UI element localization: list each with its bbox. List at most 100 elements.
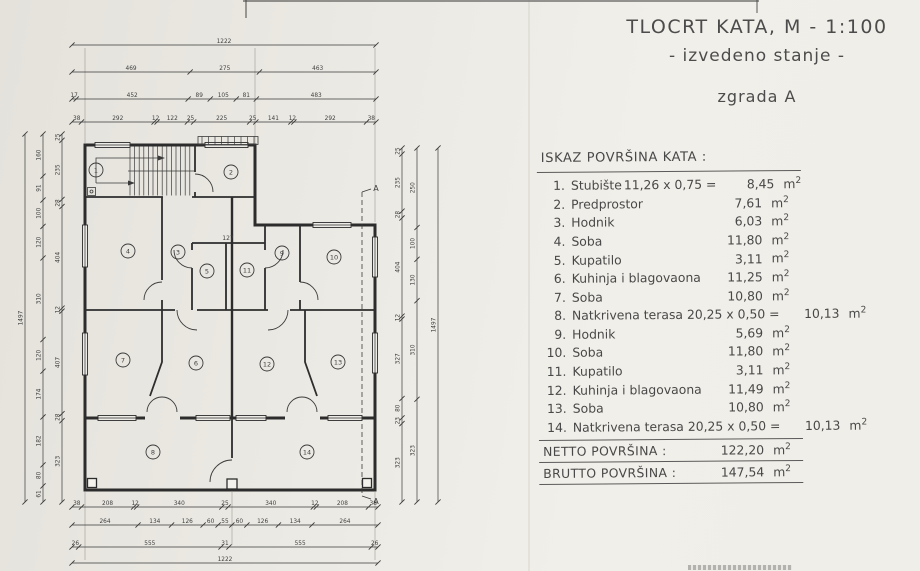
dim-label: 323 (56, 456, 62, 467)
row-unit: m2 (772, 324, 790, 341)
row-number: 1. (553, 177, 566, 194)
room-number: 13 (334, 358, 342, 366)
dim-label: 323 (396, 457, 402, 468)
dim-label: 250 (411, 182, 417, 193)
title-block: TLOCRT KATA, M - 1:100 - izvedeno stanje… (598, 16, 916, 106)
row-number: 9. (554, 326, 567, 342)
row-unit: m2 (848, 305, 867, 321)
room-circle (145, 444, 161, 460)
dim-label: 80 (37, 471, 43, 479)
room-circle (199, 263, 215, 279)
row-value: 11,49 (728, 380, 764, 397)
table-row: 2. Predprostor 7,61 m2 (537, 195, 801, 216)
dim-label: 38 (73, 116, 81, 122)
dim-label: 12 (131, 501, 139, 507)
room-number: 3 (176, 248, 180, 256)
dim-label: 323 (411, 445, 417, 456)
row-value: 10,80 (727, 287, 763, 304)
row-unit: m2 (849, 417, 868, 433)
dim-label: 225 (216, 116, 227, 122)
dim-label: 310 (411, 344, 417, 355)
row-unit: m2 (772, 343, 791, 359)
room-circle (115, 352, 131, 368)
dim-label: 407 (56, 357, 62, 368)
table-header: ISKAZ POVRŠINA KATA : (536, 146, 801, 174)
row-unit: m2 (771, 194, 789, 210)
dim-label: 310 (37, 293, 43, 304)
dim-label: 555 (295, 541, 306, 547)
dim-label: 122 (167, 116, 178, 122)
room-number: 11 (243, 266, 251, 274)
dim-label: 340 (265, 501, 276, 507)
exterior-walls (83, 143, 377, 492)
dim-label: 235 (396, 177, 402, 188)
dim-label: 1497 (19, 310, 25, 325)
row-label: Soba (572, 400, 604, 417)
dim-label: 28 (396, 211, 402, 219)
dim-label: 235 (56, 164, 62, 175)
dim-label: 26 (371, 541, 379, 547)
dim-label: 89 (196, 93, 204, 99)
dim-label: 80 (396, 404, 402, 412)
interior-dim-label: 127 (222, 235, 234, 242)
row-number: 4. (553, 233, 566, 249)
dim-label: 38 (370, 501, 378, 507)
row-number: 5. (553, 252, 566, 268)
room-circle (274, 245, 290, 261)
dim-label: 174 (37, 388, 43, 399)
row-label: Hodnik (571, 214, 615, 231)
brutto-unit: m2 (773, 464, 792, 480)
row-label: Kuhinja i blagovaona (571, 269, 701, 286)
table-row: 14. Natkrivena terasa 20,25 x 0,50 = 10,… (539, 417, 867, 439)
row-value: 3,11 (734, 250, 763, 266)
row-unit: m2 (772, 399, 791, 415)
dim-label: 452 (127, 93, 138, 99)
staircase (128, 146, 196, 196)
dim-label: 1497 (432, 317, 438, 332)
room-number: 1 (94, 166, 98, 174)
railing-ticks (201, 136, 255, 145)
row-unit: m2 (771, 269, 790, 285)
row-value: 3,11 (735, 362, 764, 378)
netto-label: NETTO POVRŠINA : (543, 443, 667, 460)
dim-label: 292 (325, 116, 336, 122)
terrace-post (226, 478, 238, 490)
row-number: 2. (553, 196, 566, 212)
area-table: ISKAZ POVRŠINA KATA : 1. Stubište 11,26 … (536, 146, 867, 486)
room-circle (259, 356, 275, 372)
row-unit: m2 (772, 380, 791, 396)
room-number: 12 (263, 360, 271, 368)
dim-label: 120 (37, 350, 43, 361)
table-row: 13. Soba 10,80 m2 (539, 399, 803, 420)
table-row: 4. Soba 11,80 m2 (537, 232, 801, 253)
dim-label: 17 (70, 93, 78, 99)
row-value: 11,80 (727, 343, 764, 360)
shaft-symbol (87, 187, 96, 196)
stair-direction-line (95, 157, 158, 184)
room-circle (170, 244, 186, 260)
dim-label: 25 (249, 116, 257, 122)
room-circle (239, 262, 255, 278)
row-value: 10,80 (728, 399, 764, 415)
dim-label: 12 (311, 501, 319, 507)
table-row: 9. Hodnik 5,69 m2 (538, 325, 802, 346)
table-row: 7. Soba 10,80 m2 (538, 288, 802, 309)
row-number: 12. (546, 382, 567, 398)
row-label: Soba (571, 233, 603, 249)
table-row: 6. Kuhinja i blagovaona 11,25 m2 (538, 269, 802, 290)
dim-label: 25 (396, 147, 402, 155)
row-number: 11. (546, 363, 567, 380)
section-marker-a-bottom: A (373, 497, 379, 506)
row-number: 6. (553, 270, 566, 287)
netto-unit: m2 (772, 442, 791, 458)
dim-label: 126 (257, 519, 268, 525)
dim-label: 469 (126, 66, 137, 72)
room-circle (188, 355, 204, 371)
dim-label: 61 (37, 490, 43, 498)
row-label: Kupatilo (571, 251, 622, 268)
row-number: 8. (554, 308, 567, 324)
row-value: 8,45 (746, 176, 775, 192)
table-row: 10. Soba 11,80 m2 (538, 343, 802, 364)
table-row: 3. Hodnik 6,03 m2 (537, 213, 801, 234)
netto-value: 122,20 (720, 442, 765, 458)
